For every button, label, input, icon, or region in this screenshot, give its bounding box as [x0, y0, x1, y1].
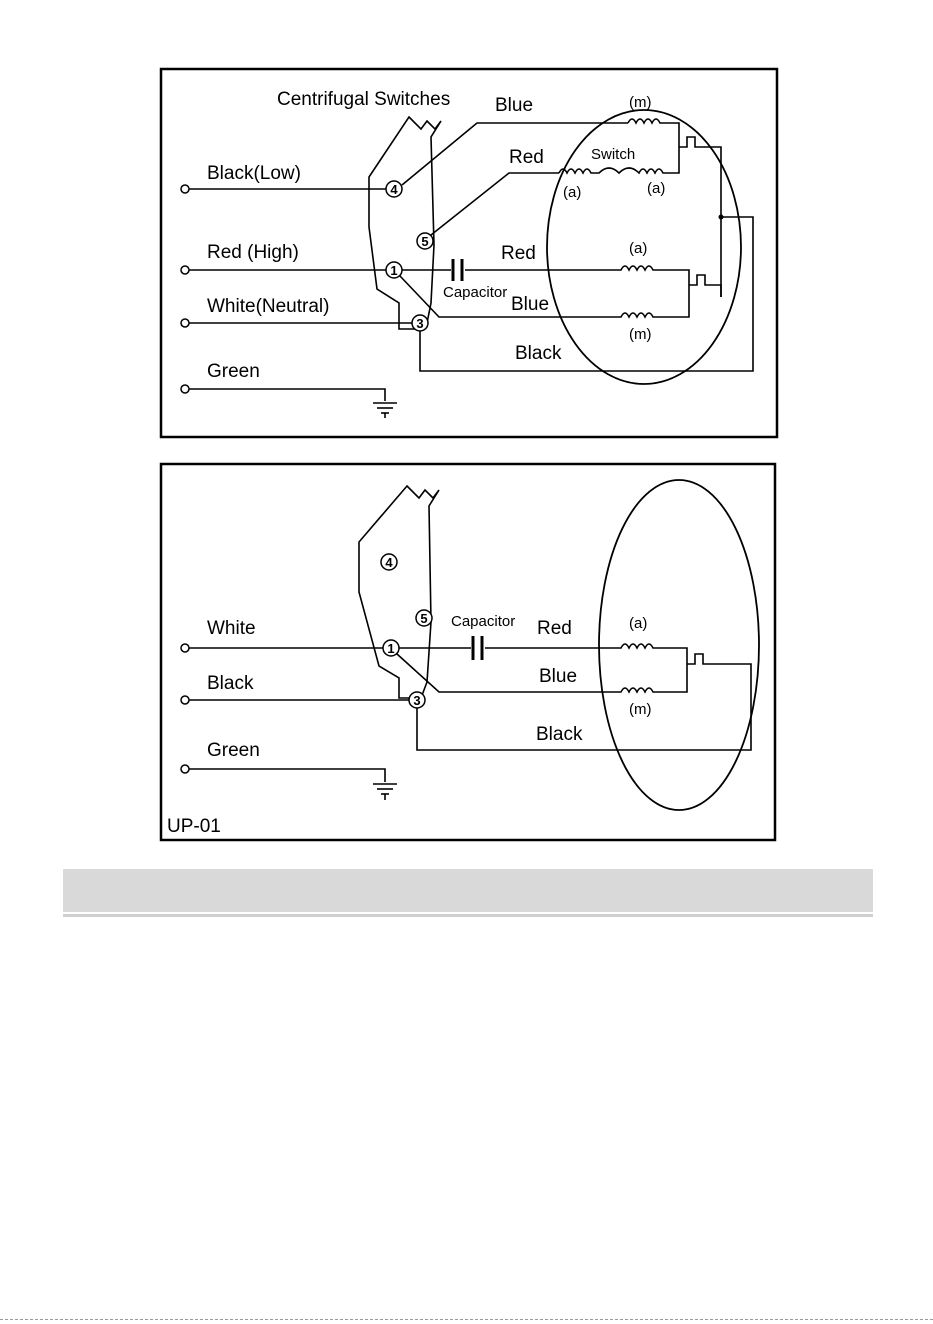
input-terminal: [181, 319, 189, 327]
wire-label-blue-lower: Blue: [511, 294, 549, 315]
section-header-bar: [63, 869, 873, 912]
input-label: Black(Low): [207, 163, 301, 184]
wire-label-red-upper: Red: [509, 147, 544, 168]
input-terminal: [181, 696, 189, 704]
diagram-frame: [161, 464, 775, 840]
input-label: Black: [207, 673, 254, 694]
wire-label-red-lower: Red: [501, 243, 536, 264]
input-terminal: [181, 266, 189, 274]
capacitor-label: Capacitor: [451, 613, 515, 630]
svg-text:3: 3: [413, 693, 420, 708]
wiring-diagram-single-speed: White Black Green 4 5 1 3: [159, 462, 779, 842]
junction-dot: [719, 215, 724, 220]
centrifugal-switches-label: Centrifugal Switches: [277, 89, 450, 110]
svg-text:5: 5: [421, 234, 428, 249]
wire-label-blue-upper: Blue: [495, 95, 533, 116]
input-label: Green: [207, 361, 260, 382]
terminal-5: 5: [416, 610, 432, 626]
coil-label-a: (a): [629, 615, 647, 632]
wire-label-blue: Blue: [539, 666, 577, 687]
terminal-4: 4: [381, 554, 397, 570]
capacitor-label: Capacitor: [443, 284, 507, 301]
wire-label-black: Black: [515, 343, 562, 364]
terminal-4: 4: [386, 181, 402, 197]
input-label: Red (High): [207, 242, 299, 263]
model-label: UP-01: [167, 816, 221, 837]
svg-text:3: 3: [416, 316, 423, 331]
svg-text:5: 5: [420, 611, 427, 626]
svg-text:4: 4: [385, 555, 393, 570]
svg-text:1: 1: [387, 641, 394, 656]
terminal-5: 5: [417, 233, 433, 249]
input-terminal: [181, 385, 189, 393]
input-terminal: [181, 644, 189, 652]
page-bottom-rule: [0, 1319, 933, 1320]
wire-label-black: Black: [536, 724, 583, 745]
terminal-1: 1: [383, 640, 399, 656]
svg-text:4: 4: [390, 182, 398, 197]
section-divider: [63, 914, 873, 917]
terminal-3: 3: [409, 692, 425, 708]
switch-label: Switch: [591, 146, 635, 163]
input-label: White(Neutral): [207, 296, 329, 317]
terminal-3: 3: [412, 315, 428, 331]
input-terminal: [181, 185, 189, 193]
coil-label-a-lower: (a): [629, 240, 647, 257]
svg-text:1: 1: [390, 263, 397, 278]
coil-label-m: (m): [629, 701, 652, 718]
wire-label-red: Red: [537, 618, 572, 639]
input-terminal: [181, 765, 189, 773]
terminal-1: 1: [386, 262, 402, 278]
coil-label-m-lower: (m): [629, 326, 652, 343]
wiring-diagram-high-low: Centrifugal Switches Black(Low) Red (Hig…: [159, 67, 779, 439]
input-label: White: [207, 618, 256, 639]
input-label: Green: [207, 740, 260, 761]
coil-label-a-left: (a): [563, 184, 581, 201]
coil-label-m-upper: (m): [629, 94, 652, 111]
coil-label-a-right: (a): [647, 180, 665, 197]
